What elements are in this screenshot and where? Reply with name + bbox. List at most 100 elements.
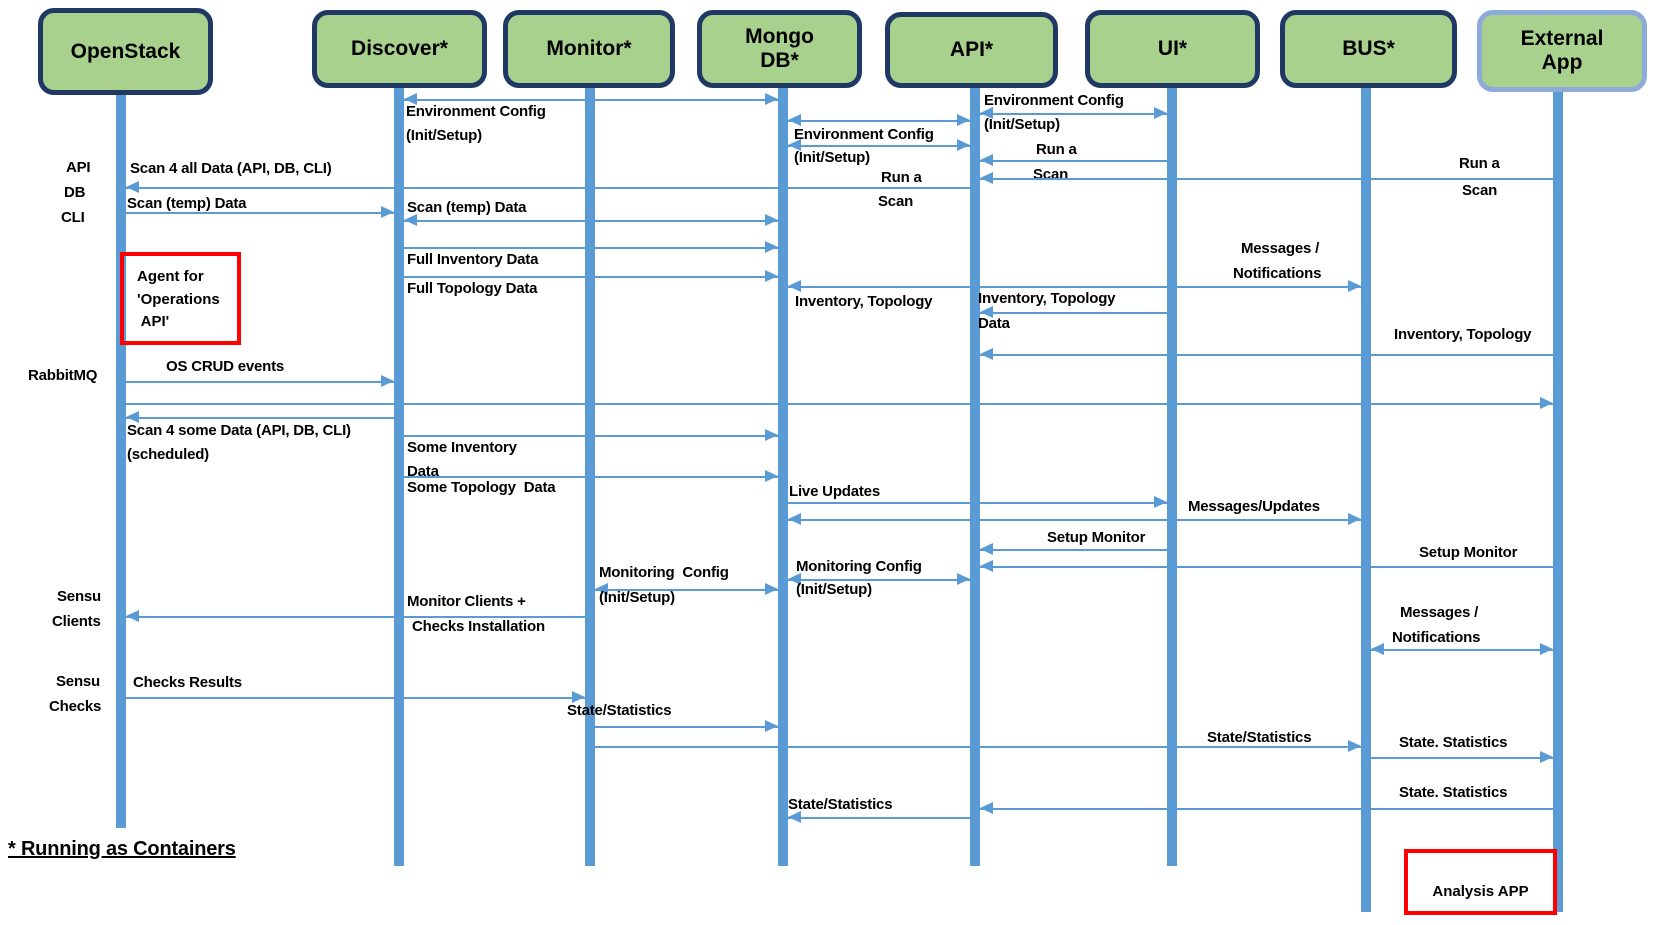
message-arrow-mongodb-bus <box>788 519 1361 521</box>
actor-label: UI* <box>1157 37 1188 61</box>
message-label: (scheduled) <box>127 446 209 463</box>
message-arrow-mongodb-api <box>788 145 970 147</box>
message-label: Inventory, Topology <box>1394 326 1532 343</box>
arrowhead-left-icon <box>788 280 801 292</box>
message-label: Scan <box>1033 166 1069 183</box>
arrowhead-left-icon <box>980 107 993 119</box>
message-arrow-monitor-openstack <box>126 616 585 618</box>
message-arrow-mongodb-ui <box>788 502 1167 504</box>
arrowhead-left-icon <box>788 811 801 823</box>
lifeline-external <box>1553 92 1563 912</box>
arrowhead-right-icon <box>765 214 778 226</box>
message-label: (Init/Setup) <box>794 149 870 166</box>
arrowhead-left-icon <box>595 583 608 595</box>
message-arrow-ui-api <box>980 312 1167 314</box>
actor-label: App <box>1541 51 1583 74</box>
message-label: Full Inventory Data <box>407 251 539 268</box>
arrowhead-right-icon <box>765 270 778 282</box>
message-arrow-external-api <box>980 178 1553 180</box>
arrowhead-right-icon <box>765 470 778 482</box>
gutter-label: Sensu <box>56 673 101 690</box>
arrowhead-left-icon <box>126 610 139 622</box>
actor-label: DB* <box>760 49 799 72</box>
actor-box-openstack: OpenStack <box>38 8 213 95</box>
arrowhead-right-icon <box>765 583 778 595</box>
message-arrow-openstack-discover <box>126 381 394 383</box>
lifeline-bus <box>1361 88 1371 912</box>
gutter-label: Clients <box>52 613 101 630</box>
message-arrow-api-ui <box>980 113 1167 115</box>
message-arrow-openstack-discover <box>126 212 394 214</box>
gutter-label: Sensu <box>57 588 102 605</box>
message-label: Monitoring Config <box>599 564 729 581</box>
arrowhead-right-icon <box>381 375 394 387</box>
message-label: Inventory, Topology <box>795 293 933 310</box>
message-label: State. Statistics <box>1399 734 1508 751</box>
gutter-label: API <box>66 159 91 176</box>
message-arrow-discover-mongodb <box>404 476 778 478</box>
message-arrow-ui-api <box>980 549 1167 551</box>
arrowhead-right-icon <box>572 691 585 703</box>
message-arrow-external-api <box>980 808 1553 810</box>
arrowhead-right-icon <box>765 720 778 732</box>
message-label: Setup Monitor <box>1419 544 1518 561</box>
message-arrow-monitor-mongodb <box>595 589 778 591</box>
message-label: Notifications <box>1392 629 1481 646</box>
arrowhead-left-icon <box>980 560 993 572</box>
arrowhead-left-icon <box>980 348 993 360</box>
message-label: Data <box>407 463 439 480</box>
arrowhead-right-icon <box>1540 397 1553 409</box>
arrowhead-right-icon <box>1348 740 1361 752</box>
message-arrow-openstack-external <box>126 403 1553 405</box>
message-label: Live Updates <box>789 483 880 500</box>
message-label: Run a <box>1036 141 1077 158</box>
arrowhead-left-icon <box>980 154 993 166</box>
actor-label: Mongo <box>745 25 814 49</box>
message-label: State/Statistics <box>1207 729 1312 746</box>
lifeline-openstack <box>116 95 126 828</box>
message-label: Monitoring Config <box>796 558 922 575</box>
actor-label: External <box>1520 27 1604 51</box>
message-label: Scan 4 all Data (API, DB, CLI) <box>130 160 332 177</box>
arrowhead-right-icon <box>381 206 394 218</box>
message-label: Run a <box>1459 155 1500 172</box>
arrowhead-right-icon <box>957 114 970 126</box>
actor-label: Monitor* <box>546 37 632 61</box>
lifeline-mongodb <box>778 88 788 866</box>
arrowhead-right-icon <box>1154 496 1167 508</box>
arrowhead-left-icon <box>126 181 139 193</box>
message-label: Inventory, Topology <box>978 290 1116 307</box>
message-label: Notifications <box>1233 265 1322 282</box>
gutter-label: Checks <box>49 698 102 715</box>
message-arrow-discover-mongodb <box>404 276 778 278</box>
message-label: Setup Monitor <box>1047 529 1146 546</box>
gutter-label: DB <box>64 184 86 201</box>
message-label: Monitor Clients + <box>407 593 526 610</box>
actor-label: BUS* <box>1342 37 1395 61</box>
message-label: Environment Config <box>406 103 546 120</box>
arrowhead-right-icon <box>765 241 778 253</box>
message-arrow-discover-mongodb <box>404 247 778 249</box>
message-arrow-discover-openstack <box>126 417 394 419</box>
message-label: Checks Results <box>133 674 242 691</box>
message-label: Some Inventory <box>407 439 517 456</box>
arrowhead-right-icon <box>1540 643 1553 655</box>
arrowhead-left-icon <box>788 573 801 585</box>
message-arrow-discover-mongodb <box>404 220 778 222</box>
arrowhead-left-icon <box>980 306 993 318</box>
message-label: Environment Config <box>794 126 934 143</box>
arrowhead-left-icon <box>980 802 993 814</box>
lifeline-discover <box>394 88 404 866</box>
message-arrow-ui-api <box>980 160 1167 162</box>
actor-box-discover: Discover* <box>312 10 487 88</box>
analysis-callout: Analysis APP <box>1404 849 1557 915</box>
arrowhead-right-icon <box>1154 107 1167 119</box>
message-label: Messages / <box>1400 604 1479 621</box>
agent-callout: Agent for 'Operations API' <box>120 252 241 345</box>
message-arrow-mongodb-bus <box>788 286 1361 288</box>
actor-box-monitor: Monitor* <box>503 10 675 88</box>
arrowhead-right-icon <box>1540 751 1553 763</box>
